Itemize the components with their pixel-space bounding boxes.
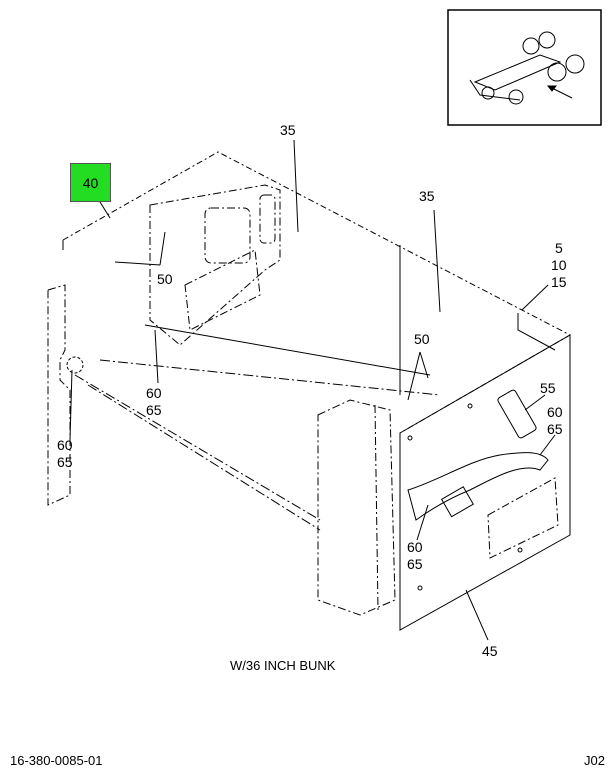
callout-60[interactable]: 60 (146, 385, 162, 401)
bunk-box-outline (47, 151, 572, 631)
callout-55[interactable]: 55 (540, 380, 556, 396)
callout-60[interactable]: 60 (57, 437, 73, 453)
callout-35[interactable]: 35 (280, 122, 296, 138)
callout-50[interactable]: 50 (414, 331, 430, 347)
callout-65[interactable]: 65 (57, 454, 73, 470)
locator-inset (447, 9, 602, 126)
callout-35[interactable]: 35 (419, 188, 435, 204)
diagram-caption: W/36 INCH BUNK (230, 658, 336, 673)
callout-65[interactable]: 65 (547, 421, 563, 437)
callout-65[interactable]: 65 (146, 402, 162, 418)
leader-lines (69, 139, 556, 641)
callout-45[interactable]: 45 (482, 643, 498, 659)
callout-60[interactable]: 60 (547, 404, 563, 420)
highlighted-callout-40[interactable]: 40 (70, 163, 111, 202)
callout-50[interactable]: 50 (157, 271, 173, 287)
callout-65[interactable]: 65 (407, 556, 423, 572)
callout-60[interactable]: 60 (407, 539, 423, 555)
callout-5[interactable]: 5 (555, 240, 563, 256)
callout-15[interactable]: 15 (551, 274, 567, 290)
callout-10[interactable]: 10 (551, 257, 567, 273)
